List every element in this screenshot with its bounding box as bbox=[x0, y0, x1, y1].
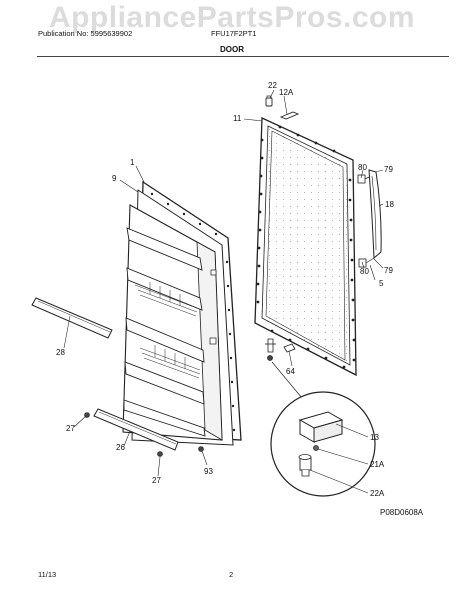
callout-28: 28 bbox=[56, 348, 65, 357]
callout-22: 22 bbox=[268, 81, 277, 90]
callout-22a: 22A bbox=[370, 489, 385, 498]
leader-lines bbox=[63, 89, 384, 494]
callout-13: 13 bbox=[370, 433, 379, 442]
hinge-detail-circle bbox=[270, 361, 376, 497]
model-number: FFU17F2PT1 bbox=[211, 29, 257, 38]
door-gasket-part bbox=[254, 116, 357, 377]
callout-27-left: 27 bbox=[66, 424, 75, 433]
bottom-trim-part bbox=[93, 408, 179, 451]
shelf-rail-part bbox=[31, 297, 113, 339]
callout-93: 93 bbox=[204, 467, 213, 476]
header-divider bbox=[37, 56, 449, 57]
inner-door-liner bbox=[122, 180, 242, 446]
footer-date: 11/13 bbox=[38, 570, 57, 579]
callout-26: 26 bbox=[116, 443, 125, 452]
bottom-hinge-parts bbox=[265, 338, 296, 361]
callout-5: 5 bbox=[379, 279, 384, 288]
callout-18: 18 bbox=[385, 200, 394, 209]
door-handle-part bbox=[357, 169, 382, 268]
callout-79-bottom: 79 bbox=[384, 266, 393, 275]
callout-79-top: 79 bbox=[384, 165, 393, 174]
callout-labels: 22 12A 11 1 9 80 79 18 80 79 5 28 64 27 … bbox=[56, 81, 394, 498]
page-title: DOOR bbox=[220, 45, 244, 54]
callout-12a: 12A bbox=[279, 88, 294, 97]
callout-21a: 21A bbox=[370, 460, 385, 469]
callout-64: 64 bbox=[286, 367, 295, 376]
callout-80-bottom: 80 bbox=[360, 267, 369, 276]
publication-number: Publication No: 5995639902 bbox=[38, 29, 133, 38]
callout-1: 1 bbox=[130, 158, 135, 167]
diagram-code: P08D0608A bbox=[380, 508, 424, 517]
footer-page-number: 2 bbox=[229, 570, 234, 579]
watermark: AppliancePartsPros.com bbox=[48, 1, 416, 34]
callout-27-bottom: 27 bbox=[152, 476, 161, 485]
callout-80-top: 80 bbox=[358, 163, 367, 172]
top-hinge-parts bbox=[265, 95, 300, 120]
callout-9: 9 bbox=[112, 174, 117, 183]
callout-11: 11 bbox=[233, 114, 242, 123]
